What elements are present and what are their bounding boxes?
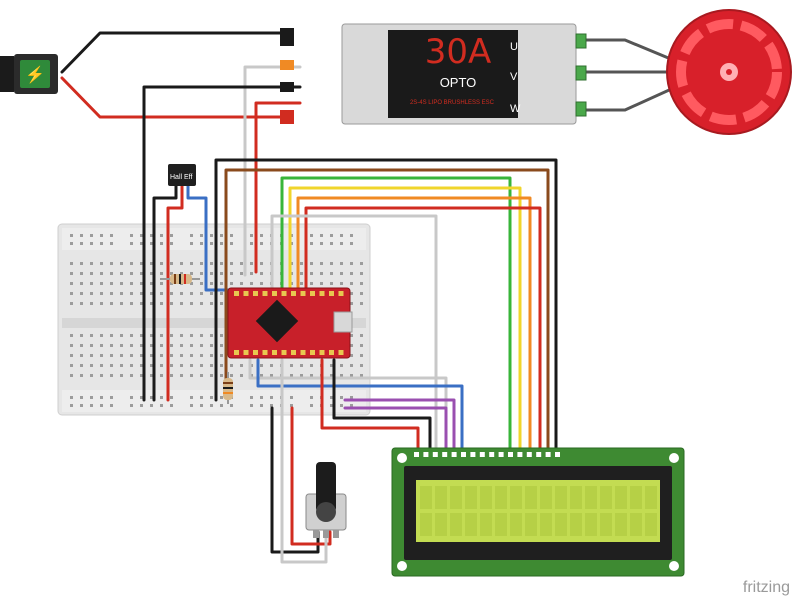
esc-phase-u-label: U xyxy=(510,41,518,53)
wire-lcd-purple-2 xyxy=(343,406,448,454)
resistor-vertical xyxy=(223,372,233,404)
wire-hall-red xyxy=(166,184,184,402)
esc-rating: 30A xyxy=(425,32,492,72)
wire-lcd-blue xyxy=(256,358,464,454)
wire-pot-black xyxy=(270,406,320,554)
fritzing-watermark: fritzing xyxy=(743,579,790,596)
wire-lcd-yellow xyxy=(288,186,522,454)
wire-lcd-red-vcc xyxy=(320,358,420,454)
wire-phase-u xyxy=(583,38,680,64)
esc-fine-print: 2S-4S LIPO BRUSHLESS ESC xyxy=(410,100,495,106)
wire-power-black xyxy=(60,31,290,74)
esc-phase-v-label: V xyxy=(510,71,518,83)
lcd-pin-header xyxy=(414,452,560,457)
wire-phase-w xyxy=(583,84,680,112)
wire-esc-black xyxy=(142,85,302,402)
wire-lcd-brown xyxy=(224,168,550,454)
wire-lcd-gray-top xyxy=(270,214,438,454)
wire-esc-red xyxy=(254,101,302,274)
wire-pot-gray xyxy=(280,358,328,564)
hall-sensor: Hall Eff xyxy=(168,164,196,186)
resistor-horizontal xyxy=(160,274,200,284)
wire-lcd-orange xyxy=(296,196,532,454)
wire-lcd-purple xyxy=(343,398,456,454)
breadboard xyxy=(57,223,371,416)
hall-sensor-label: Hall Eff xyxy=(170,174,192,181)
wire-lcd-red xyxy=(304,206,542,454)
esc-mode: OPTO xyxy=(440,75,477,90)
arduino-pins xyxy=(234,291,344,355)
power-jack: ⚡ xyxy=(0,54,58,94)
wire-power-red xyxy=(60,76,290,119)
lcd-character-cells xyxy=(420,486,657,536)
wire-hall-black xyxy=(152,184,178,402)
lcd-module xyxy=(391,447,685,577)
esc-phase-w-label: W xyxy=(510,103,521,115)
brushless-motor xyxy=(666,9,792,135)
arduino-pro-micro xyxy=(227,287,353,359)
esc-module: 30A OPTO 2S-4S LIPO BRUSHLESS ESC U V W xyxy=(280,23,587,125)
lightning-icon: ⚡ xyxy=(25,65,45,84)
potentiometer xyxy=(305,462,347,538)
wire-lcd-black-gnd xyxy=(332,358,432,454)
wire-pot-red xyxy=(290,406,332,546)
wire-lcd-green xyxy=(280,176,512,454)
wire-lcd-black xyxy=(214,158,558,454)
